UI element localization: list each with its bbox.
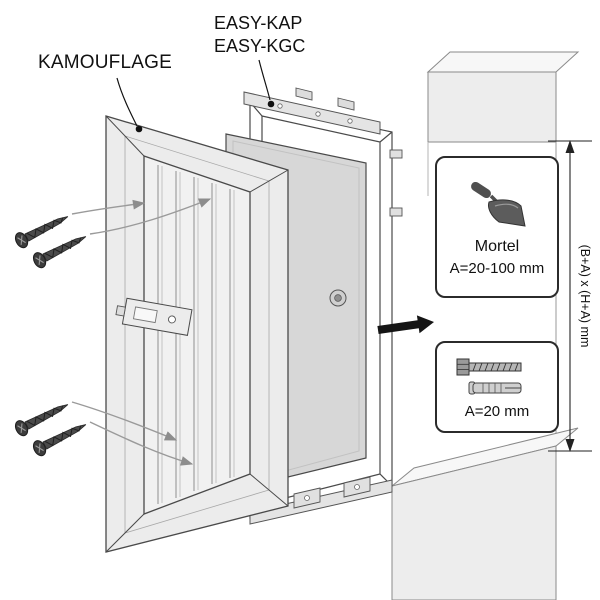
- label-easy-kap: EASY-KAP: [214, 13, 303, 33]
- anchor-callout-box: A=20 mm: [435, 341, 559, 433]
- dimension-arrow-down: [565, 439, 575, 452]
- label-easy-kgc: EASY-KGC: [214, 36, 306, 56]
- frame-opening: [144, 156, 250, 514]
- label-easy: EASY-KAP EASY-KGC: [214, 12, 305, 58]
- opening-strips: [157, 165, 235, 504]
- camouflage-frame: [105, 115, 289, 553]
- exploded-direction-arrow: [377, 315, 434, 334]
- bolt-head: [456, 358, 470, 375]
- screw-icon: [30, 228, 91, 271]
- dimension-line: [548, 140, 592, 452]
- mortar-value: A=20-100 mm: [449, 259, 545, 277]
- wall-top-block: [426, 51, 580, 143]
- easy-leader-dot: [267, 100, 275, 108]
- bolt-shaft: [468, 362, 522, 371]
- kamouflage-leader: [116, 77, 138, 127]
- wall-top-face: [426, 51, 580, 73]
- latch-mechanism: [115, 297, 193, 336]
- label-kamouflage: KAMOUFLAGE: [38, 52, 172, 73]
- mounting-frame-top-rail: [243, 87, 381, 135]
- anchor-value: A=20 mm: [464, 402, 530, 420]
- dimension-arrow-up: [565, 140, 575, 153]
- bolt-anchor-icon: [456, 358, 522, 394]
- trowel-icon: [471, 181, 526, 227]
- screws: [12, 208, 91, 459]
- wall-front-face: [427, 71, 557, 143]
- top-clip: [337, 97, 355, 111]
- top-clip: [295, 87, 313, 101]
- side-tab: [389, 207, 403, 217]
- wall-bottom-front-face: [391, 445, 557, 600]
- kamouflage-leader-dot: [135, 125, 143, 133]
- dimension-label: (B+A) x (H+A) mm: [578, 244, 592, 348]
- screw-guide-arrows: [71, 198, 212, 466]
- mounting-frame-bottom-rail: [249, 476, 393, 525]
- easy-leader: [258, 59, 271, 101]
- screw-icon: [30, 416, 91, 459]
- mortar-title: Mortel: [474, 237, 520, 255]
- side-tab: [389, 149, 403, 159]
- leader-lines: [116, 59, 275, 133]
- mortar-callout-box: Mortel A=20-100 mm: [435, 156, 559, 298]
- wall-bottom-block: [391, 427, 579, 600]
